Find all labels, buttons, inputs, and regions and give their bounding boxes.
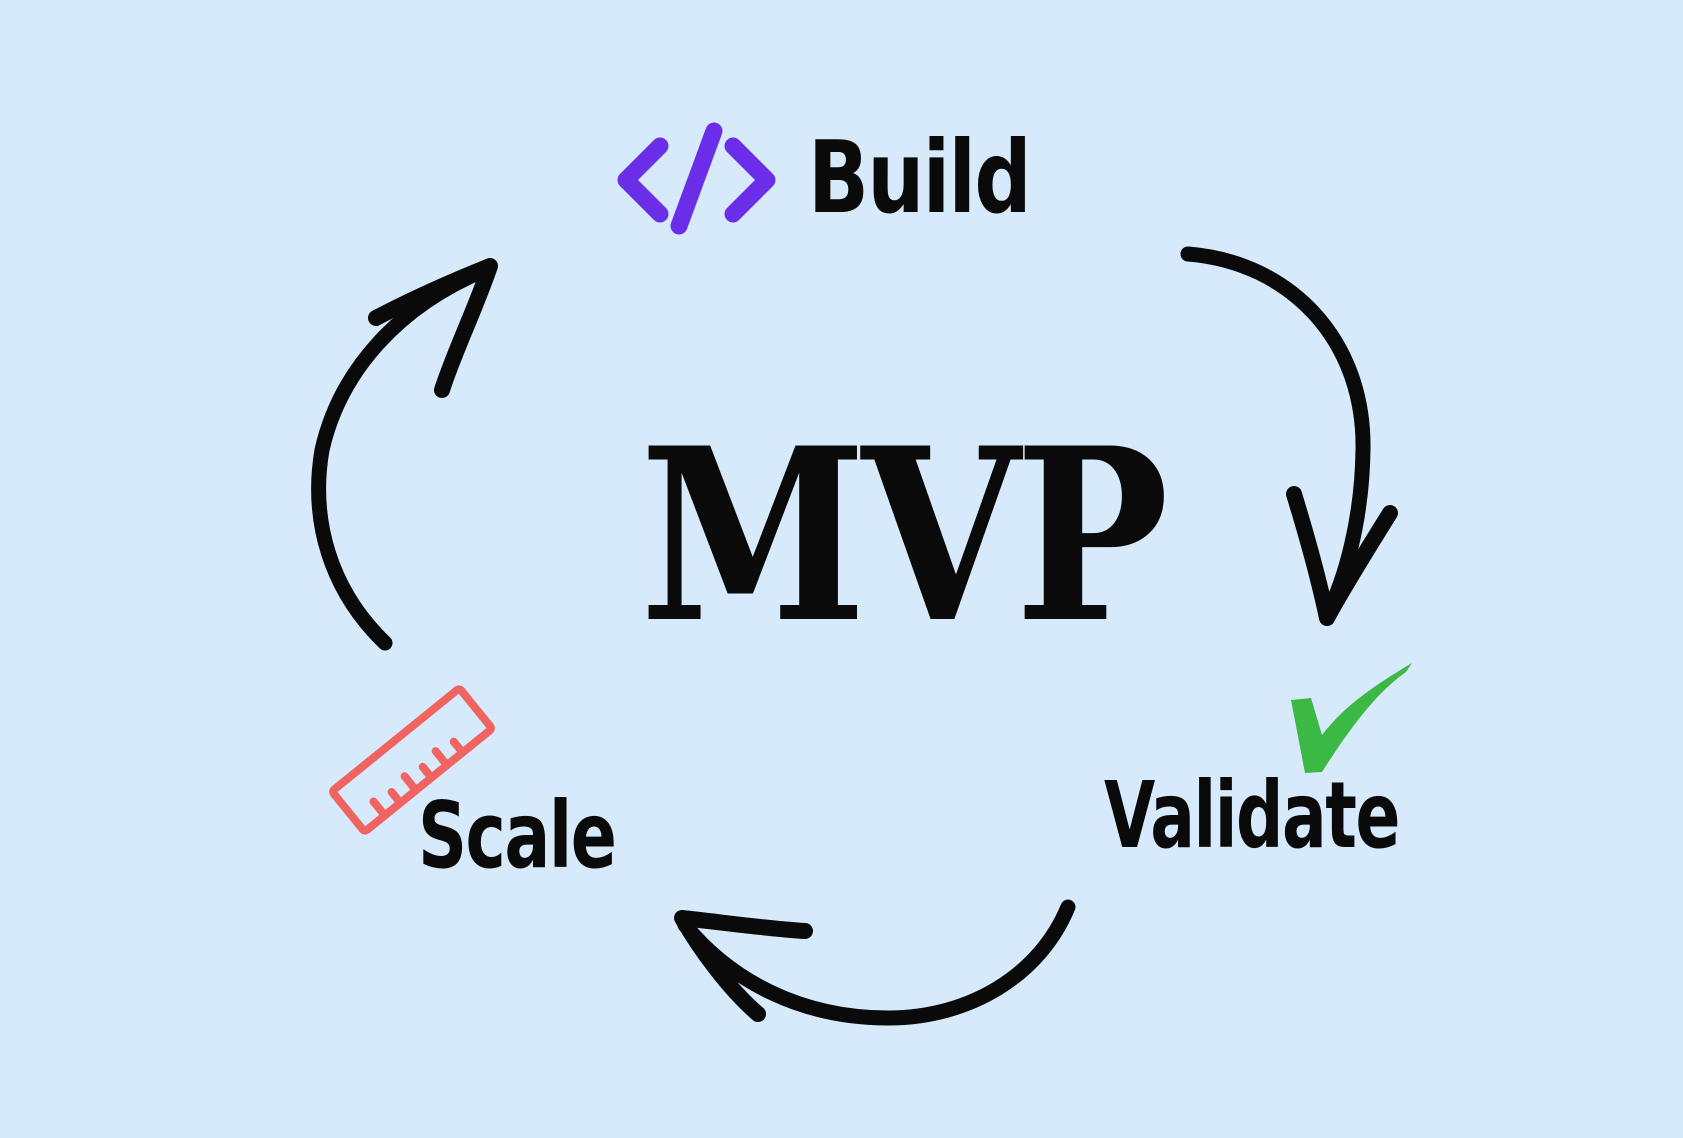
stage-label-build: Build [808,119,1032,236]
stage-label-scale: Scale [418,782,617,889]
code-icon [617,122,776,235]
stage-label-validate: Validate [1104,762,1400,869]
checkmark-icon [1291,663,1412,773]
ruler-icon [329,685,495,835]
arrow-build-to-validate-icon [1180,246,1398,626]
arrow-validate-to-scale-icon [674,899,1076,1026]
arrow-scale-to-build-icon [311,258,498,651]
diagram-title: MVP [640,397,1169,676]
